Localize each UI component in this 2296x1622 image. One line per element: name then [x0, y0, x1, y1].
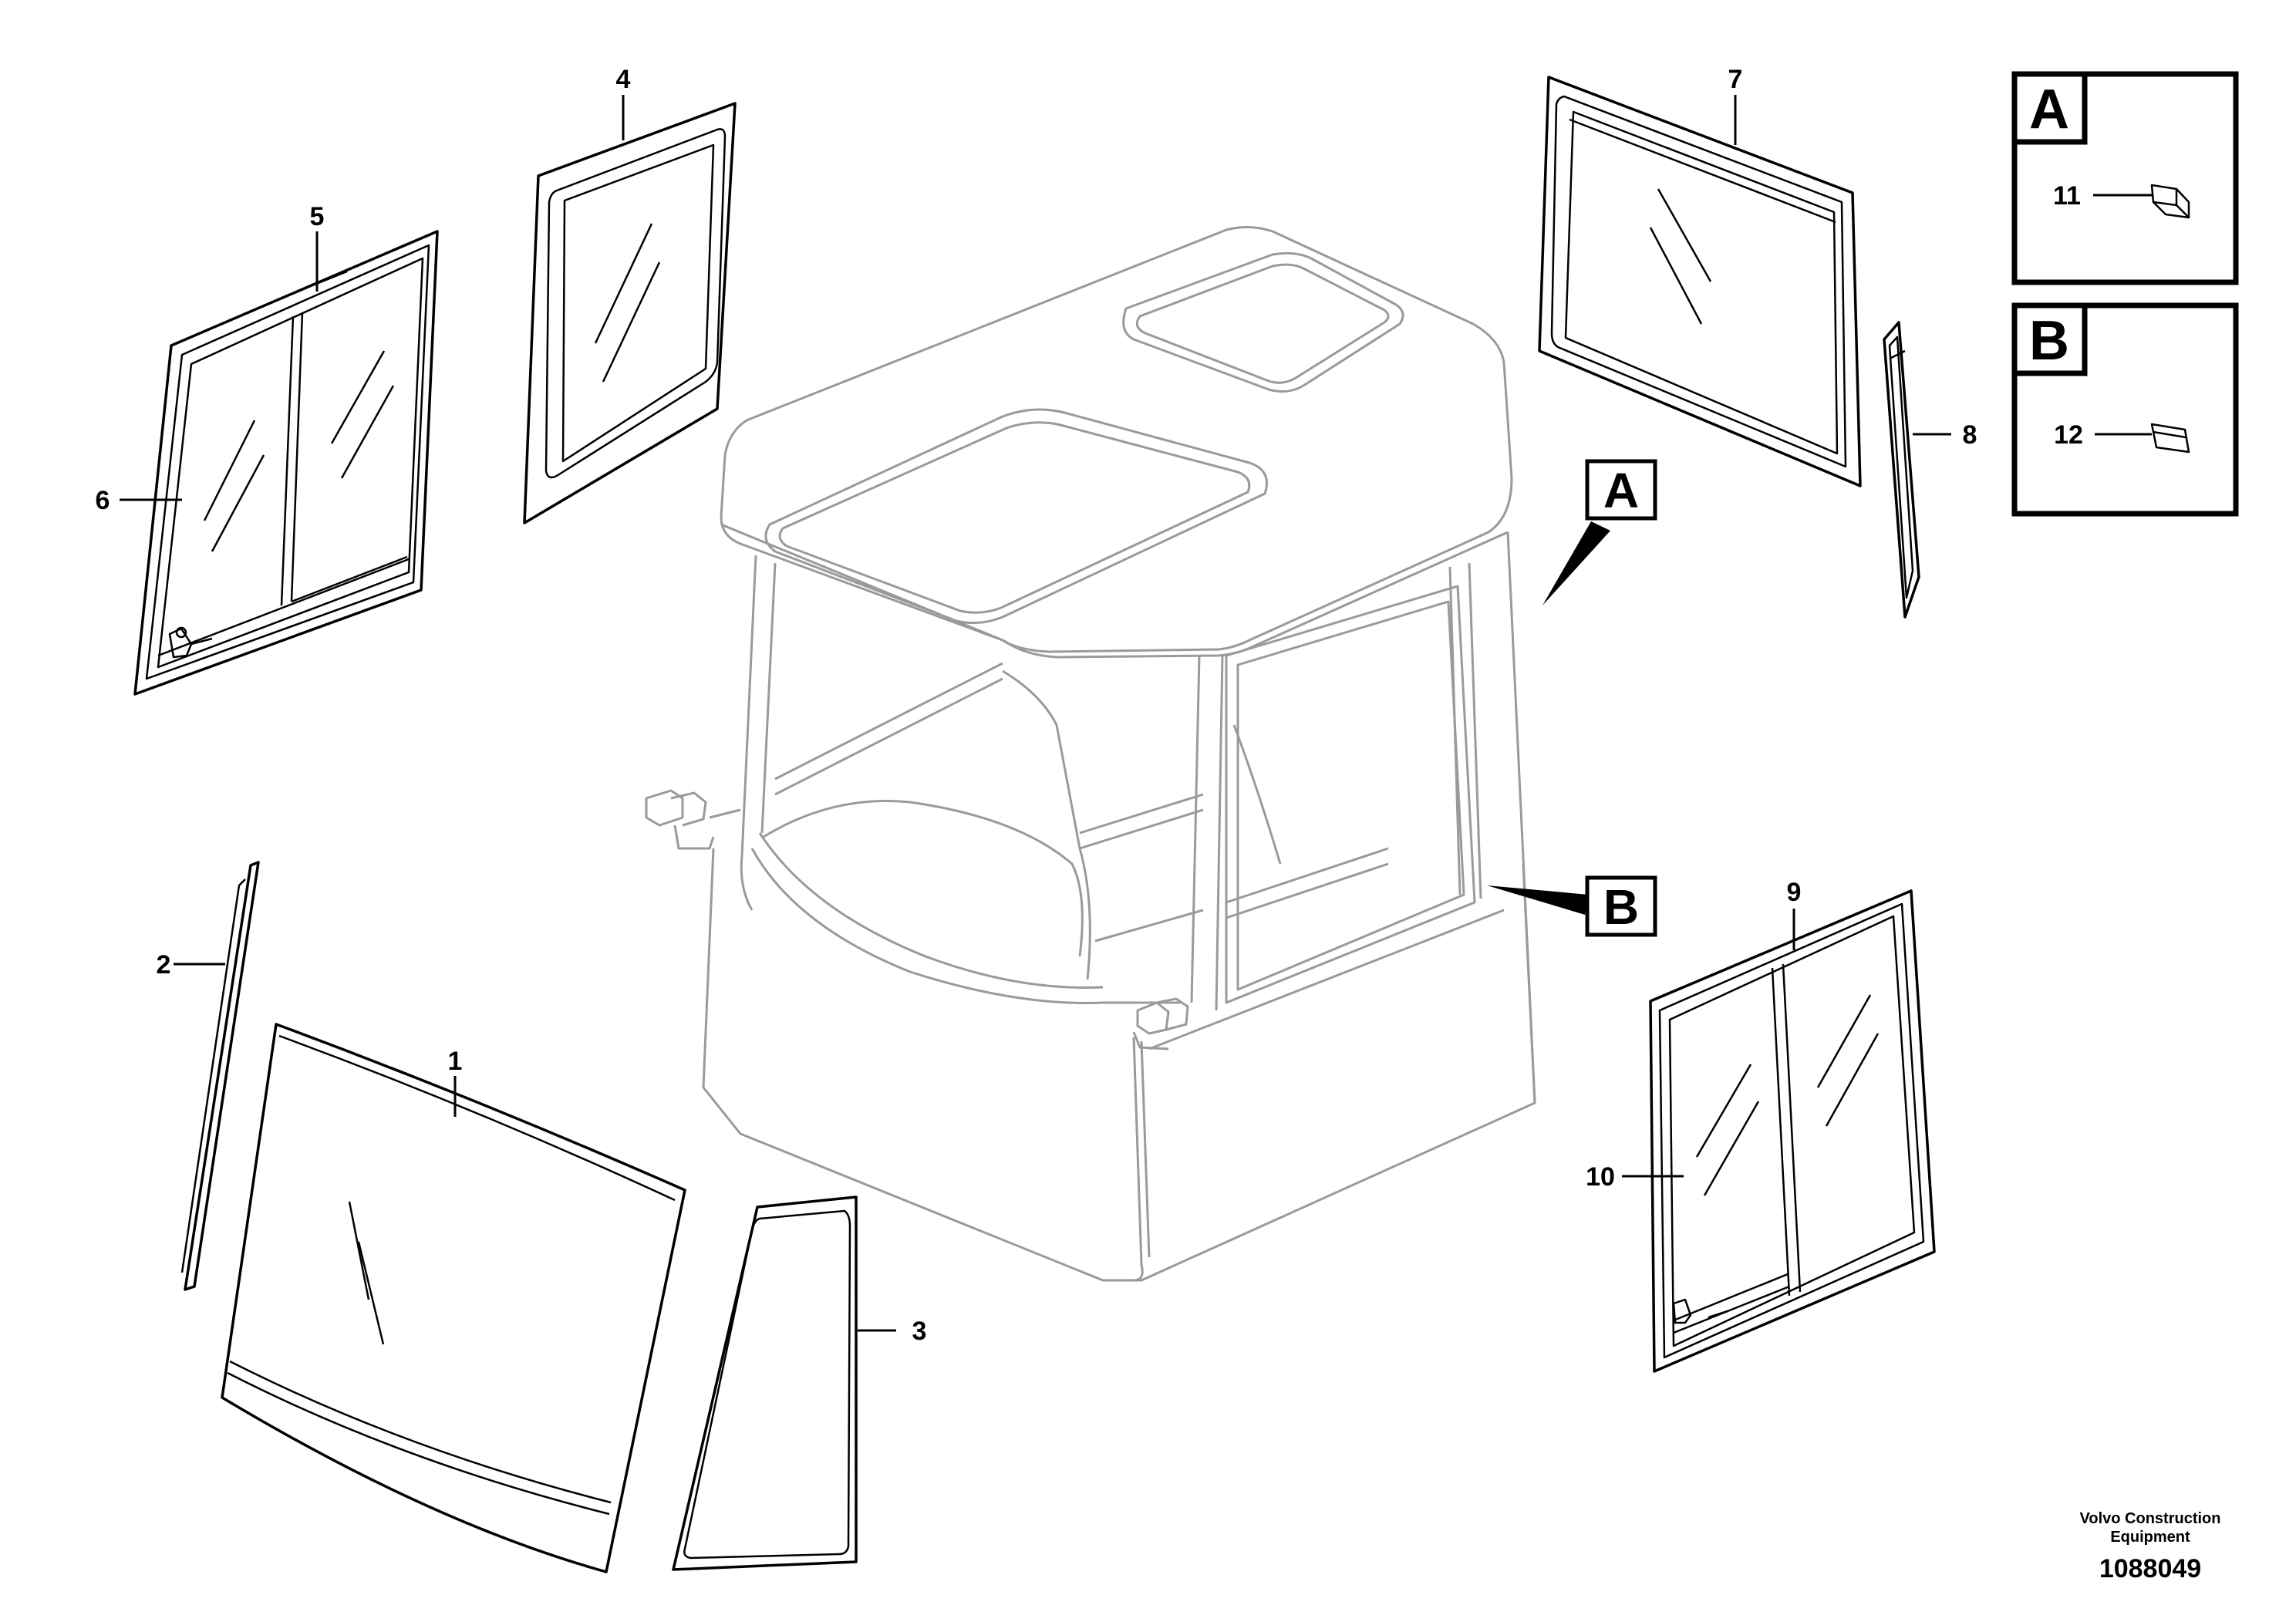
- part-label-9: 9: [1787, 878, 1802, 907]
- callout-a: A: [1542, 459, 1657, 605]
- part-label-1: 1: [448, 1047, 463, 1076]
- callout-a-letter: A: [1603, 463, 1639, 518]
- part-5-6-sliding-window: [133, 230, 439, 696]
- part-8-side-strip: [1883, 321, 1920, 619]
- part-label-3: 3: [912, 1317, 927, 1346]
- leader-lines: [120, 95, 1951, 1332]
- part-7-rear-window: [1538, 76, 1862, 487]
- callout-b: B: [1487, 875, 1657, 937]
- detail-box-a-title: A: [2029, 79, 2069, 140]
- part-label-12: 12: [2054, 420, 2083, 450]
- part-9-10-sliding-window: [1649, 889, 1936, 1373]
- detail-box-b: B 12: [2011, 302, 2239, 517]
- part-label-5: 5: [310, 202, 325, 231]
- detail-box-b-title: B: [2029, 310, 2069, 372]
- part-2-side-glass: [180, 861, 260, 1291]
- company-name-line1: Volvo Construction: [2080, 1510, 2221, 1527]
- part-4-side-window: [523, 102, 737, 524]
- part-label-4: 4: [616, 65, 631, 94]
- company-name-line2: Equipment: [2110, 1529, 2190, 1546]
- part-label-11: 11: [2053, 181, 2081, 211]
- part-3-corner-glass: [672, 1195, 858, 1571]
- cab-body: [645, 226, 1536, 1282]
- part-label-10: 10: [1586, 1162, 1615, 1192]
- part-1-windscreen: [221, 1023, 686, 1573]
- drawing-number: 1088049: [2099, 1554, 2201, 1583]
- part-label-6: 6: [96, 486, 110, 515]
- part-label-2: 2: [157, 950, 171, 980]
- detail-box-a: A 11: [2011, 71, 2239, 285]
- part-label-7: 7: [1728, 65, 1743, 94]
- part-label-8: 8: [1963, 420, 1977, 450]
- callout-b-letter: B: [1603, 879, 1639, 935]
